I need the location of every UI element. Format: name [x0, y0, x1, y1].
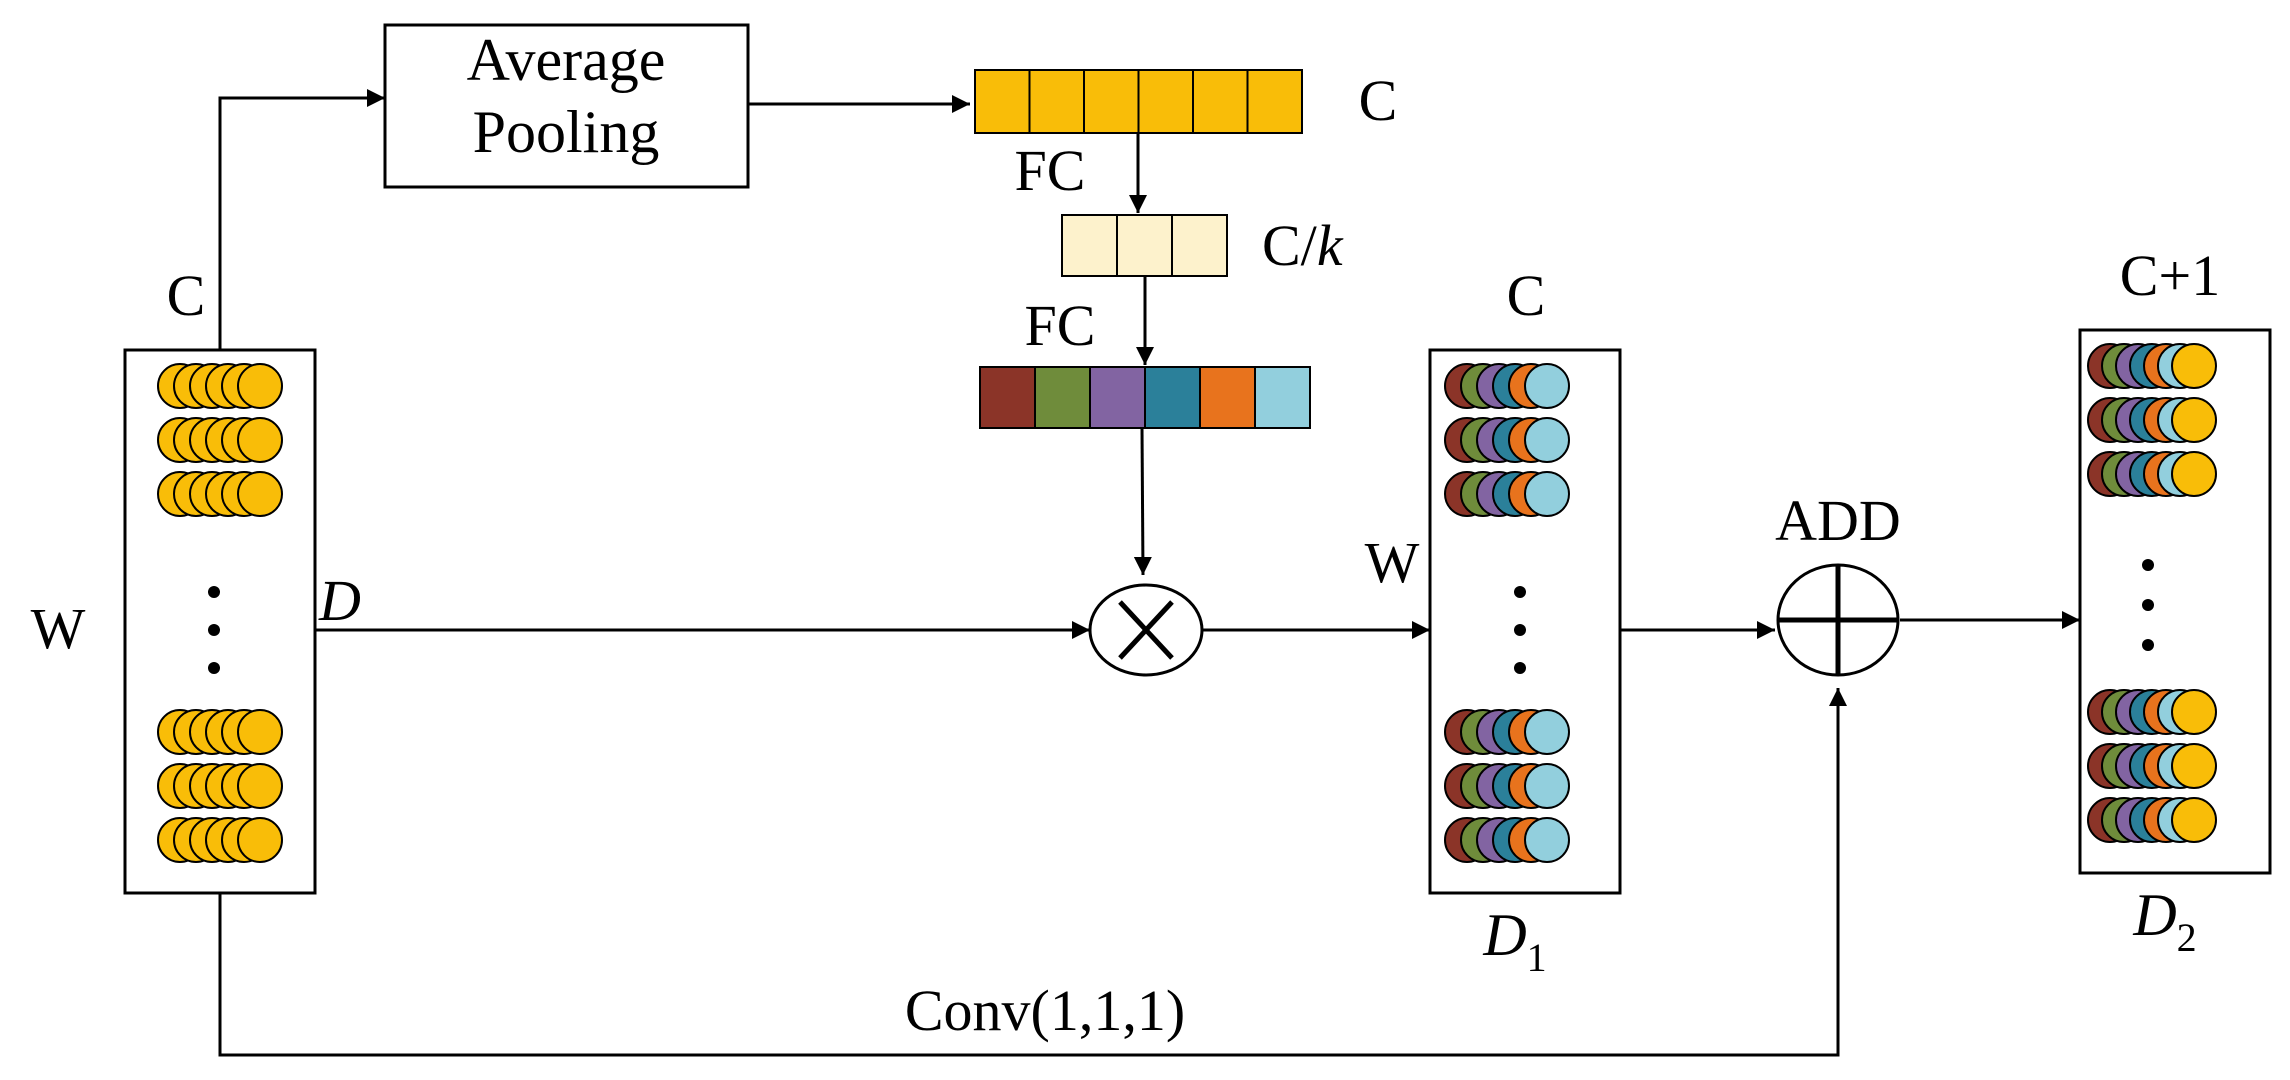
input-ellipsis-dot [208, 624, 220, 636]
channel-weight-cell [1254, 366, 1311, 429]
channel-c-label: C [1359, 68, 1398, 133]
fc-label-bottom: FC [1025, 293, 1096, 358]
average-pooling-block: Average Pooling [383, 23, 750, 189]
d1-circle [1524, 417, 1570, 463]
input-row [157, 763, 283, 809]
channel-weight-cell [1199, 366, 1256, 429]
d1-width-label: W [1365, 530, 1420, 595]
d1-circle [1524, 471, 1570, 517]
d1-row [1444, 417, 1570, 463]
fc-label-top: FC [1015, 138, 1086, 203]
multiply-operator [1088, 583, 1204, 677]
d2-feature-block [2078, 328, 2272, 875]
channel-descriptor-cell [1246, 69, 1303, 134]
input-feature-block [123, 348, 317, 895]
reduced-channel-cell [1171, 214, 1228, 277]
d2-ellipsis-dot [2142, 639, 2154, 651]
input-row [157, 817, 283, 863]
add-label: ADD [1775, 488, 1901, 553]
d1-circle [1524, 363, 1570, 409]
input-circle [237, 363, 283, 409]
input-row [157, 709, 283, 755]
channel-descriptor-cell [1028, 69, 1085, 134]
d2-row [2087, 343, 2217, 389]
d2-row [2087, 397, 2217, 443]
d2-ellipsis-dot [2142, 559, 2154, 571]
d2-row [2087, 743, 2217, 789]
conv-label: Conv(1,1,1) [905, 978, 1185, 1043]
input-ellipsis-dot [208, 662, 220, 674]
d1-name-label: D1 [1482, 902, 1546, 980]
add-operator [1776, 563, 1900, 677]
d1-circle [1524, 763, 1570, 809]
d1-feature-block [1428, 348, 1622, 895]
connectors [218, 89, 2080, 1057]
channel-weight-cell [1089, 366, 1146, 429]
d2-row [2087, 797, 2217, 843]
channel-weight-cell [1034, 366, 1091, 429]
d1-ellipsis-dot [1514, 586, 1526, 598]
d1-row [1444, 363, 1570, 409]
d1-row [1444, 709, 1570, 755]
d1-row [1444, 817, 1570, 863]
d2-row [2087, 451, 2217, 497]
d1-feature-circles [1444, 363, 1570, 863]
average-pooling-label-line2: Pooling [473, 99, 660, 165]
d2-circle [2171, 343, 2217, 389]
d2-circle [2171, 397, 2217, 443]
d1-ellipsis-dot [1514, 624, 1526, 636]
input-ellipsis-dot [208, 586, 220, 598]
d2-row [2087, 689, 2217, 735]
input-circle [237, 763, 283, 809]
d2-circle [2171, 689, 2217, 735]
average-pooling-label-line1: Average [467, 27, 666, 93]
d1-ellipsis-dot [1514, 662, 1526, 674]
d2-circle [2171, 743, 2217, 789]
d1-circle [1524, 709, 1570, 755]
d2-name-label: D2 [2132, 882, 2196, 960]
input-circle [237, 709, 283, 755]
d2-circle [2171, 451, 2217, 497]
arrow-conv-skip [218, 688, 1847, 1057]
channel-descriptor-cell [1192, 69, 1249, 134]
input-width-label: W [31, 596, 86, 661]
input-row [157, 471, 283, 517]
channel-descriptor-cell [974, 69, 1031, 134]
channel-weight-cell [979, 366, 1036, 429]
channel-descriptor-cell [1083, 69, 1140, 134]
reduced-channel-cell [1061, 214, 1118, 277]
d2-channel-label: C+1 [2120, 243, 2220, 308]
channel-descriptor-cell [1137, 69, 1194, 134]
input-circle [237, 417, 283, 463]
d1-channel-label: C [1507, 263, 1546, 328]
input-feature-circles [157, 363, 283, 863]
d2-feature-circles [2087, 343, 2217, 843]
d1-circle [1524, 817, 1570, 863]
channel-ck-label: C/k [1262, 213, 1344, 278]
arrow-weights-to-multiply [1133, 427, 1152, 576]
channel-weight-cell [1144, 366, 1201, 429]
arrow-input-to-pooling [218, 89, 385, 350]
input-row [157, 417, 283, 463]
input-row [157, 363, 283, 409]
input-channel-label: C [167, 263, 206, 328]
labels: C FC C/k FC C W D C W D1 ADD C+1 D2 Conv… [31, 68, 2221, 1043]
d1-row [1444, 471, 1570, 517]
d2-ellipsis-dot [2142, 599, 2154, 611]
reduced-channel-cell [1116, 214, 1173, 277]
input-d-label: D [318, 568, 361, 633]
channel-weights-bar [979, 366, 1311, 429]
d2-circle [2171, 797, 2217, 843]
input-circle [237, 817, 283, 863]
d1-row [1444, 763, 1570, 809]
input-circle [237, 471, 283, 517]
reduced-channel-bar [1061, 214, 1228, 277]
channel-descriptor-bar [974, 69, 1303, 134]
